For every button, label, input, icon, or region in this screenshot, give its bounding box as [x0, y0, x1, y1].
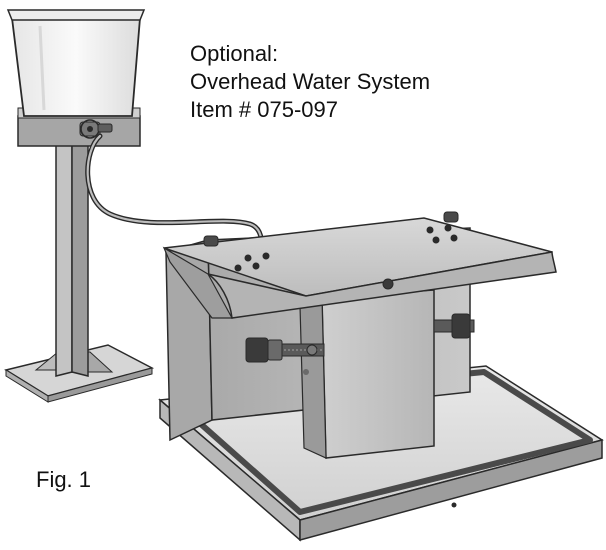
right-shaft	[433, 313, 475, 339]
machine-assembly	[158, 211, 604, 542]
valve-icon	[79, 119, 113, 139]
callout-line-1: Optional:	[190, 41, 279, 66]
left-shaft	[245, 337, 325, 375]
machine-hood	[162, 211, 557, 319]
callout-line-2: Overhead Water System	[190, 69, 431, 94]
optional-callout: Optional: Overhead Water System Item # 0…	[190, 40, 430, 124]
figure-label: Fig. 1	[36, 467, 92, 492]
stand-post	[55, 139, 89, 377]
water-tank	[6, 9, 146, 117]
callout-line-3: Item # 075-097	[190, 97, 338, 122]
overhead-water-system	[4, 9, 265, 403]
center-block	[299, 289, 435, 459]
